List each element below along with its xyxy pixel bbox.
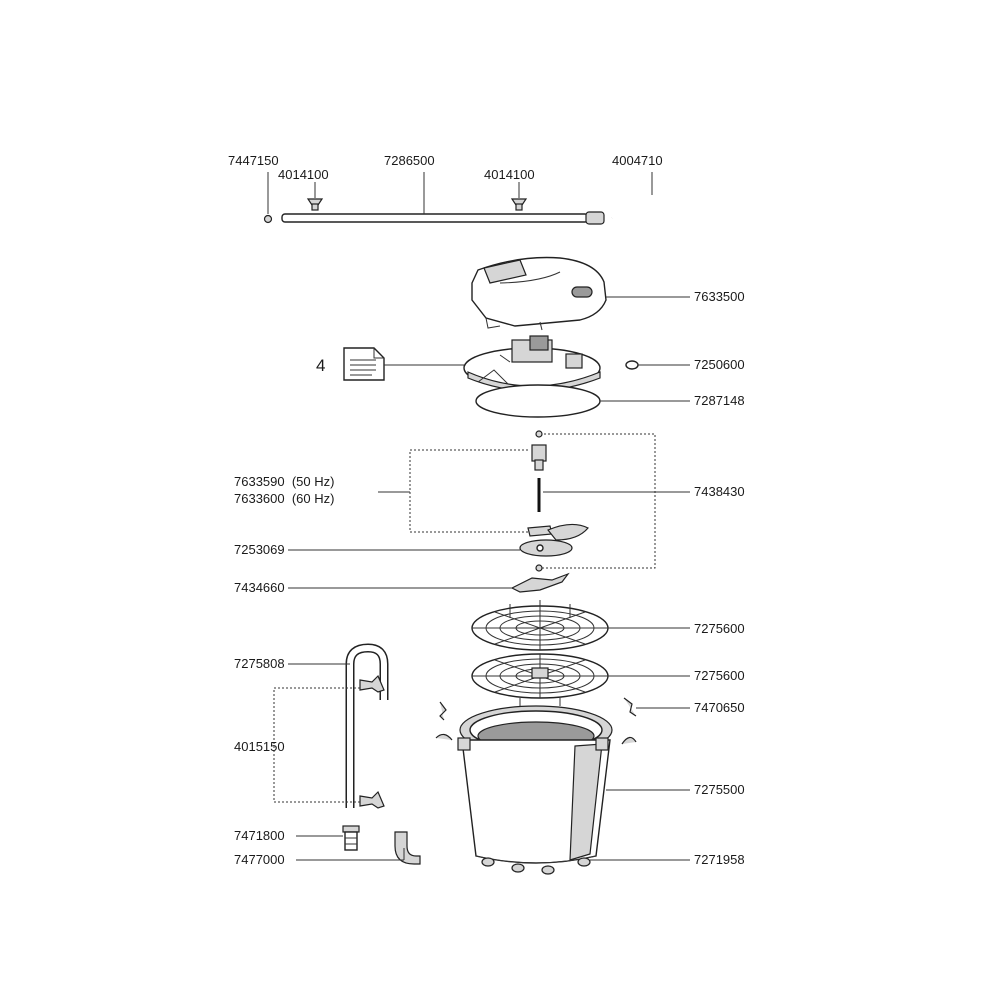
part-number-label: 4014100 bbox=[278, 167, 329, 182]
part-number-label: 7287148 bbox=[694, 393, 745, 408]
part-number-label: 7250600 bbox=[694, 357, 745, 372]
part-number-label: 7271958 bbox=[694, 852, 745, 867]
part-number-label: 7275600 bbox=[694, 621, 745, 636]
part-number-label: 7275808 bbox=[234, 656, 285, 671]
part-number-label: 4014100 bbox=[484, 167, 535, 182]
part-number-label: 7633590 (50 Hz) bbox=[234, 474, 334, 489]
part-number-label: 7286500 bbox=[384, 153, 435, 168]
pump-head-cover-part bbox=[471, 256, 607, 331]
document-number-label: 4 bbox=[316, 356, 325, 375]
filter-grid-bottom-part bbox=[471, 653, 609, 706]
spray-bar-tube bbox=[281, 213, 589, 223]
part-number-label: 7438430 bbox=[694, 484, 745, 499]
part-number-label: 7633600 (60 Hz) bbox=[234, 491, 334, 506]
part-number-label: 4004710 bbox=[612, 153, 663, 168]
intake-pipe-part bbox=[345, 643, 389, 809]
part-number-label: 7253069 bbox=[234, 542, 285, 557]
clip-parts bbox=[435, 697, 637, 745]
hose-elbow-part bbox=[394, 831, 421, 865]
suction-cup-part-left bbox=[306, 198, 324, 211]
part-number-label: 7434660 bbox=[234, 580, 285, 595]
pump-head-part bbox=[463, 335, 601, 392]
spray-bar-connector bbox=[585, 211, 605, 225]
part-number-label: 7275600 bbox=[694, 668, 745, 683]
impeller-cover-part bbox=[519, 539, 573, 557]
impeller-part bbox=[510, 572, 570, 593]
suction-cup-part-right bbox=[510, 198, 528, 211]
part-number-label: 7470650 bbox=[694, 700, 745, 715]
part-number-label: 7447150 bbox=[228, 153, 279, 168]
impeller-parts bbox=[510, 430, 589, 593]
sealing-ring-part bbox=[475, 384, 601, 418]
o-ring-small-part bbox=[625, 360, 639, 370]
part-number-label: 7471800 bbox=[234, 828, 285, 843]
bent-outlet-pipe-outline bbox=[611, 194, 674, 269]
filter-grid-top-part bbox=[471, 600, 609, 651]
spray-bar-assembly bbox=[263, 192, 676, 269]
end-cap-part bbox=[263, 214, 273, 224]
part-number-label: 7633500 bbox=[694, 289, 745, 304]
document-icon bbox=[343, 347, 385, 381]
part-number-label: 4015150 bbox=[234, 739, 285, 754]
part-number-label: 7275500 bbox=[694, 782, 745, 797]
part-number-label: 7477000 bbox=[234, 852, 285, 867]
canister-part bbox=[457, 705, 613, 875]
intake-strainer-part bbox=[342, 825, 360, 851]
